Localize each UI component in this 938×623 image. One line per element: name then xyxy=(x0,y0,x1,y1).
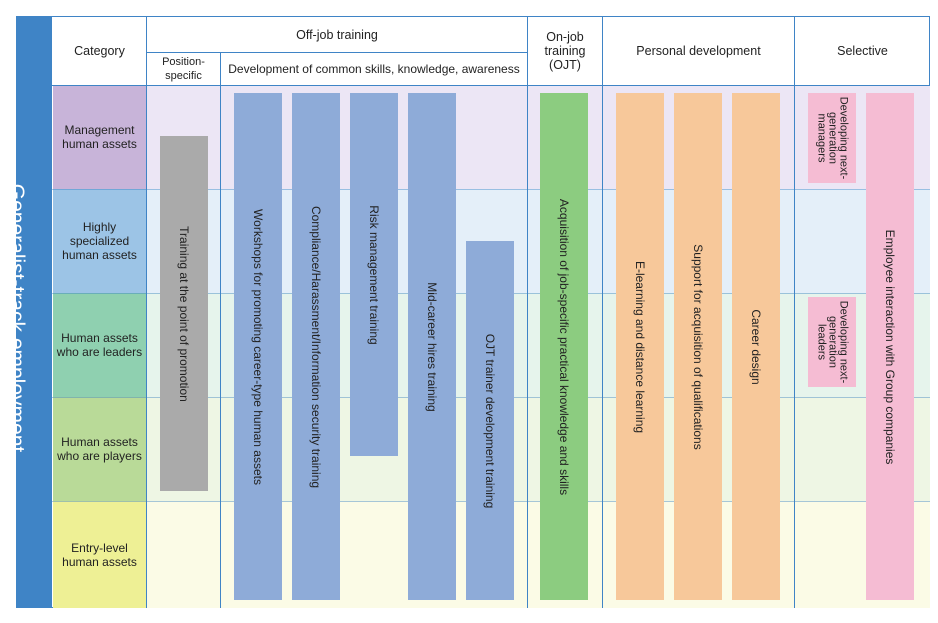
box-next-gen-leaders: Developing next-generation leaders xyxy=(808,297,856,387)
bar-job-specific-skills: Acquisition of job-specific practical kn… xyxy=(540,93,588,600)
grid-line xyxy=(52,189,930,190)
employment-track-label: Generalist-track employment xyxy=(5,183,28,453)
grid-line xyxy=(52,85,930,86)
header-off-job-training: Off-job training xyxy=(296,27,378,42)
header-ojt: On-job training (OJT) xyxy=(544,30,586,72)
bar-group-interaction: Employee interaction with Group companie… xyxy=(866,93,914,600)
bar-risk-management: Risk management training xyxy=(350,93,398,456)
header-selective: Selective xyxy=(837,44,888,58)
grid-line xyxy=(527,16,528,608)
bar-career-design: Career design xyxy=(732,93,780,600)
category-management: Management human assets xyxy=(53,85,146,189)
category-specialized: Highly specialized human assets xyxy=(53,189,146,293)
grid-line xyxy=(602,16,603,608)
header-position-specific: Position-specific xyxy=(162,56,205,82)
bar-ojt-trainer: OJT trainer development training xyxy=(466,241,514,600)
bar-compliance-training: Compliance/Harassment/Information securi… xyxy=(292,93,340,600)
employment-track-sidebar xyxy=(16,16,52,608)
bar-mid-career-hires: Mid-career hires training xyxy=(408,93,456,600)
box-next-gen-managers: Developing next-generation managers xyxy=(808,93,856,183)
bar-promotion-training: Training at the point of promotion xyxy=(160,136,208,491)
bar-elearning: E-learning and distance learning xyxy=(616,93,664,600)
header-personal-development: Personal development xyxy=(636,44,761,58)
grid-line xyxy=(794,16,795,608)
category-leaders: Human assets who are leaders xyxy=(53,293,146,397)
category-entry: Entry-level human assets xyxy=(53,501,146,608)
grid-line xyxy=(220,52,221,608)
category-players: Human assets who are players xyxy=(53,397,146,501)
header-category: Category xyxy=(74,44,125,58)
grid-line xyxy=(146,52,527,53)
header-common-skills: Development of common skills, knowledge,… xyxy=(228,62,520,76)
bar-career-workshops: Workshops for promoting career-type huma… xyxy=(234,93,282,600)
grid-line xyxy=(146,16,147,608)
bar-qualifications: Support for acquisition of qualification… xyxy=(674,93,722,600)
